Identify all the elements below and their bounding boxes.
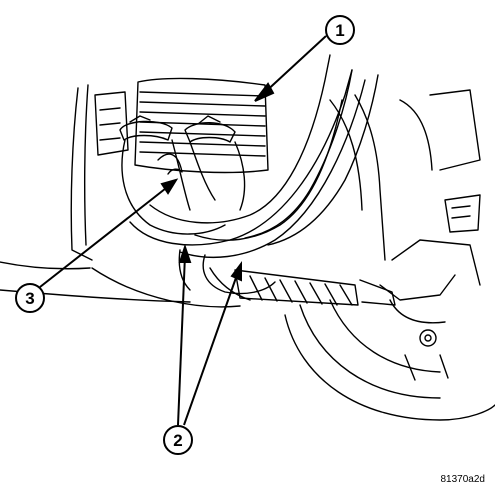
callout-circle-1 [325, 15, 355, 45]
right-body-structure [329, 89, 481, 301]
callout-label-2: 2 [173, 431, 182, 450]
callout-label-3: 3 [25, 289, 34, 308]
callout-leaders [39, 35, 327, 426]
figure-code: 81370a2d [440, 474, 486, 485]
leader-line-2b [183, 271, 239, 426]
cooler-lines [129, 54, 379, 259]
callout-3: 3 [15, 283, 45, 313]
leader-arrowhead-3 [160, 178, 179, 195]
leader-line-1 [261, 35, 327, 96]
lower-bracket-grille [209, 267, 396, 306]
wheel-rotor [284, 299, 495, 421]
leader-arrowhead-1 [254, 82, 275, 102]
callout-2: 2 [163, 425, 193, 455]
callout-label-1: 1 [335, 21, 344, 40]
callout-1: 1 [325, 15, 355, 45]
callout-circle-3 [15, 283, 45, 313]
callout-circle-2 [163, 425, 193, 455]
leader-line-2a [177, 254, 186, 426]
leader-arrowhead-2a [178, 243, 192, 263]
lower-hose [178, 249, 276, 295]
leader-line-3 [39, 184, 171, 288]
hose-clamps [119, 115, 236, 143]
oil-cooler-core [134, 77, 269, 174]
leader-arrowhead-2b [230, 261, 242, 282]
hose-ends [121, 139, 246, 235]
